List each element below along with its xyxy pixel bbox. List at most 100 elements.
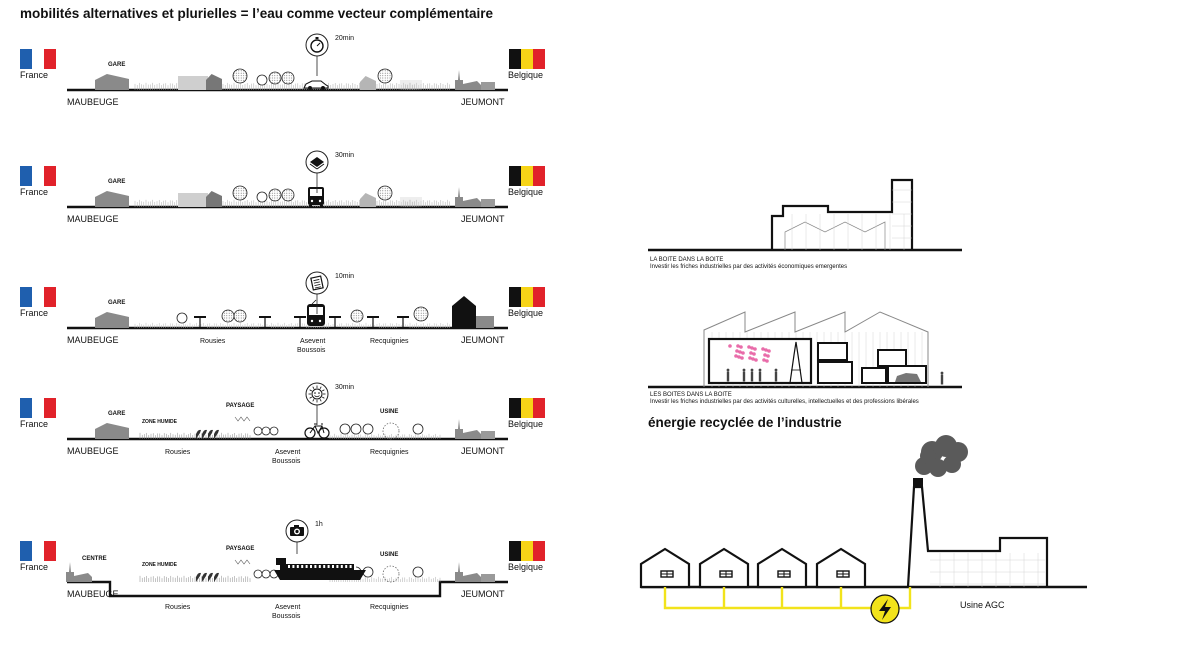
jeumont-building bbox=[452, 296, 476, 328]
town-rousies: Rousies bbox=[165, 604, 191, 611]
tag-gare: GARE bbox=[108, 300, 126, 306]
section-row-2 bbox=[67, 150, 508, 209]
jeumont-annex bbox=[476, 316, 494, 328]
tag-paysage: PAYSAGE bbox=[226, 546, 255, 552]
flag-belgium bbox=[509, 49, 545, 69]
heron bbox=[214, 572, 219, 582]
city-label-jeumont: JEUMONT bbox=[461, 589, 505, 599]
icon-pin bbox=[305, 33, 329, 76]
flag-belgium bbox=[509, 541, 545, 561]
tag-zone-humide: ZONE HUMIDE bbox=[142, 562, 177, 568]
city-label-jeumont: JEUMONT bbox=[461, 335, 505, 345]
pink-blossom bbox=[737, 355, 741, 359]
house-3 bbox=[756, 547, 808, 589]
tree bbox=[350, 423, 362, 435]
pink-blossom bbox=[754, 358, 758, 362]
flag-france bbox=[20, 287, 56, 307]
tag-usine: USINE bbox=[380, 552, 399, 558]
box-gallery bbox=[707, 337, 813, 385]
tree bbox=[176, 312, 188, 324]
tag-gare: GARE bbox=[108, 62, 126, 68]
jeumont-annex bbox=[481, 574, 495, 582]
grass bbox=[139, 575, 251, 582]
boat-icon bbox=[274, 558, 366, 580]
house-2 bbox=[698, 547, 750, 589]
church bbox=[455, 562, 481, 582]
church bbox=[66, 562, 92, 582]
tram-stop bbox=[259, 316, 271, 329]
travel-time-label: 1h bbox=[315, 521, 323, 528]
tram-stop bbox=[367, 316, 379, 329]
section-row-5 bbox=[66, 519, 508, 598]
country-label-france: France bbox=[20, 562, 49, 572]
city-label-jeumont: JEUMONT bbox=[461, 446, 505, 456]
tree bbox=[362, 566, 374, 578]
town-rousies: Rousies bbox=[200, 338, 226, 345]
smoke-cloud-icon bbox=[915, 435, 968, 477]
tree bbox=[233, 309, 247, 323]
factory-section-1 bbox=[648, 178, 962, 252]
tag-paysage: PAYSAGE bbox=[226, 403, 255, 409]
car-icon bbox=[895, 373, 921, 382]
flag-belgium bbox=[509, 287, 545, 307]
bus-icon bbox=[308, 187, 324, 207]
city-label-maubeuge: MAUBEUGE bbox=[67, 97, 119, 107]
tree bbox=[281, 71, 295, 85]
pink-blossom bbox=[748, 356, 752, 360]
country-label-belgium: Belgique bbox=[508, 70, 544, 80]
building bbox=[178, 76, 208, 90]
station-building bbox=[95, 191, 129, 207]
jeumont-annex bbox=[481, 82, 495, 90]
station-building bbox=[95, 423, 129, 439]
sawtooth-roof bbox=[703, 311, 929, 387]
building bbox=[360, 76, 376, 90]
person-icon bbox=[742, 368, 746, 382]
tree bbox=[256, 191, 268, 203]
flag-france bbox=[20, 398, 56, 418]
heron bbox=[208, 429, 213, 439]
town-recquignies: Recquignies bbox=[370, 604, 409, 611]
energy-grid-line bbox=[663, 587, 912, 610]
tree bbox=[253, 569, 263, 579]
town-asevent: Asevent bbox=[275, 449, 301, 456]
pink-blossom bbox=[763, 353, 767, 357]
factory-label: Usine AGC bbox=[960, 600, 1005, 610]
travel-time-label: 10min bbox=[335, 273, 355, 280]
pink-blossom bbox=[738, 350, 742, 354]
box-top bbox=[877, 349, 907, 367]
heron bbox=[202, 429, 207, 439]
person-icon bbox=[758, 368, 762, 382]
tree bbox=[253, 426, 263, 436]
pink-blossom bbox=[739, 345, 743, 349]
house-4 bbox=[815, 547, 867, 589]
tag-centre: CENTRE bbox=[82, 556, 107, 562]
church bbox=[455, 419, 481, 439]
inner-box bbox=[784, 221, 886, 250]
country-label-france: France bbox=[20, 187, 49, 197]
building bbox=[206, 74, 222, 90]
tree bbox=[377, 68, 393, 84]
box-lower bbox=[817, 361, 853, 384]
stopwatch-icon bbox=[305, 33, 329, 57]
tree bbox=[256, 74, 268, 86]
town-boussois: Boussois bbox=[272, 458, 301, 465]
section-row-4 bbox=[67, 382, 508, 441]
town-asevent: Asevent bbox=[275, 604, 301, 611]
tag-zone-humide: ZONE HUMIDE bbox=[142, 419, 177, 425]
pink-blossom bbox=[766, 354, 770, 358]
grass bbox=[329, 433, 441, 439]
section-row-1 bbox=[67, 33, 508, 92]
flag-france bbox=[20, 541, 56, 561]
caption1-text: Investir les friches industrielles par d… bbox=[650, 264, 848, 270]
tram-stop bbox=[329, 316, 341, 329]
flag-belgium bbox=[509, 398, 545, 418]
church bbox=[455, 70, 481, 90]
pink-blossom bbox=[749, 351, 753, 355]
heron bbox=[208, 572, 213, 582]
tree bbox=[268, 188, 282, 202]
heron bbox=[214, 429, 219, 439]
flag-belgium bbox=[509, 166, 545, 186]
pink-blossom bbox=[751, 357, 755, 361]
tag-gare: GARE bbox=[108, 179, 126, 185]
